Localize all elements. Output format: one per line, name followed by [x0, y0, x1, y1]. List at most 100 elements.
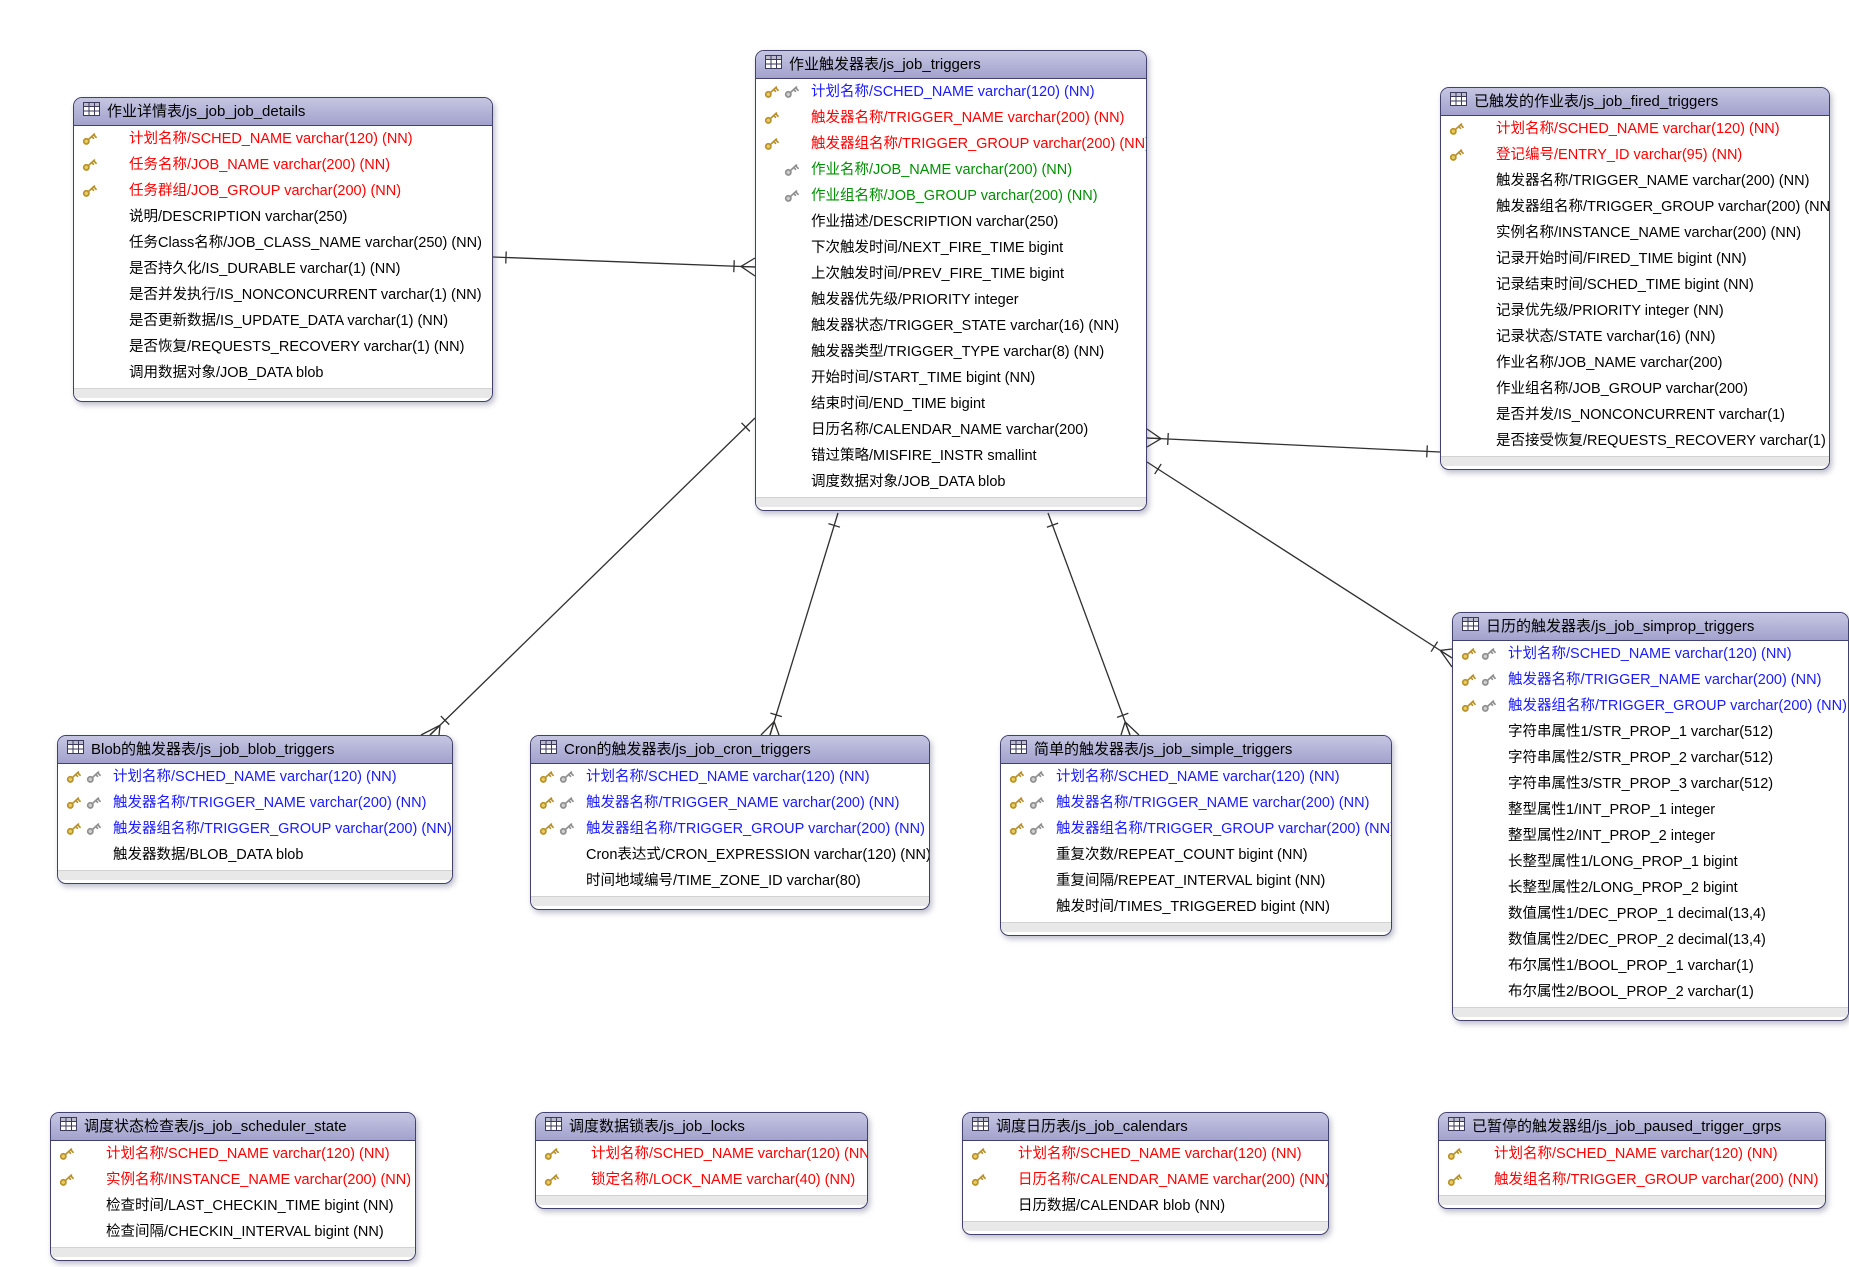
table-icon	[972, 1113, 989, 1140]
field-row: 数值属性2/DEC_PROP_2 decimal(13,4)	[1453, 927, 1848, 953]
field-label: 计划名称/SCHED_NAME varchar(120) (NN)	[113, 769, 397, 785]
field-row: 触发器组名称/TRIGGER_GROUP varchar(200) (NN)	[1453, 693, 1848, 719]
table-title: 作业触发器表/js_job_triggers	[789, 56, 981, 73]
primary-key-icon	[538, 820, 555, 837]
table-header[interactable]: 已触发的作业表/js_job_fired_triggers	[1441, 88, 1829, 116]
relationship-line	[769, 721, 775, 736]
table-title: 调度数据锁表/js_job_locks	[569, 1118, 745, 1135]
field-label: 检查间隔/CHECKIN_INTERVAL bigint (NN)	[106, 1224, 384, 1240]
table-title: 调度状态检查表/js_job_scheduler_state	[84, 1118, 347, 1135]
table-header[interactable]: 调度数据锁表/js_job_locks	[536, 1113, 867, 1141]
table-field-list: 计划名称/SCHED_NAME varchar(120) (NN) 触发器名称/T…	[58, 764, 452, 870]
field-label: 计划名称/SCHED_NAME varchar(120) (NN)	[586, 769, 870, 785]
foreign-key-icon	[558, 820, 575, 837]
field-label: 说明/DESCRIPTION varchar(250)	[129, 209, 348, 225]
relationship-line	[1046, 522, 1059, 528]
field-row: 触发器数据/BLOB_DATA blob	[58, 842, 452, 868]
table-field-list: 计划名称/SCHED_NAME varchar(120) (NN)触发组名称/T…	[1439, 1141, 1825, 1195]
table-header[interactable]: 日历的触发器表/js_job_simprop_triggers	[1453, 613, 1848, 641]
table-title: Cron的触发器表/js_job_cron_triggers	[564, 741, 811, 758]
field-label: 作业描述/DESCRIPTION varchar(250)	[811, 214, 1059, 230]
table-footer-strip	[756, 497, 1146, 507]
field-row: 触发器类型/TRIGGER_TYPE varchar(8) (NN)	[756, 339, 1146, 365]
field-label: 重复次数/REPEAT_COUNT bigint (NN)	[1056, 847, 1308, 863]
field-label: 触发器名称/TRIGGER_NAME varchar(200) (NN)	[113, 795, 427, 811]
field-row: 上次触发时间/PREV_FIRE_TIME bigint	[756, 261, 1146, 287]
field-row: 长整型属性1/LONG_PROP_1 bigint	[1453, 849, 1848, 875]
field-row: 任务Class名称/JOB_CLASS_NAME varchar(250) (N…	[74, 230, 492, 256]
table-js_job_fired_triggers[interactable]: 已触发的作业表/js_job_fired_triggers 计划名称/SCHED_…	[1440, 87, 1830, 470]
field-row: 计划名称/SCHED_NAME varchar(120) (NN)	[963, 1141, 1328, 1167]
relationship-line	[1146, 438, 1162, 448]
field-label: 触发器名称/TRIGGER_NAME varchar(200) (NN)	[586, 795, 900, 811]
table-footer-strip	[536, 1195, 867, 1205]
table-js_job_simprop_triggers[interactable]: 日历的触发器表/js_job_simprop_triggers 计划名称/SCHE…	[1452, 612, 1849, 1021]
field-label: 触发器组名称/TRIGGER_GROUP varchar(200) (NN)	[113, 821, 452, 837]
field-row: 是否持久化/IS_DURABLE varchar(1) (NN)	[74, 256, 492, 282]
primary-key-icon	[543, 1171, 560, 1188]
table-header[interactable]: 调度状态检查表/js_job_scheduler_state	[51, 1113, 415, 1141]
relationship-line	[492, 256, 756, 268]
field-label: 日历名称/CALENDAR_NAME varchar(200) (NN)	[1018, 1172, 1329, 1188]
table-js_job_cron_triggers[interactable]: Cron的触发器表/js_job_cron_triggers 计划名称/SCHED…	[530, 735, 930, 910]
field-row: 检查间隔/CHECKIN_INTERVAL bigint (NN)	[51, 1219, 415, 1245]
field-row: 实例名称/INSTANCE_NAME varchar(200) (NN)	[1441, 220, 1829, 246]
table-footer-strip	[963, 1221, 1328, 1231]
foreign-key-icon	[1028, 768, 1045, 785]
field-row: 触发器组名称/TRIGGER_GROUP varchar(200) (NN)	[1001, 816, 1391, 842]
primary-key-icon	[763, 109, 780, 126]
table-field-list: 计划名称/SCHED_NAME varchar(120) (NN)登记编号/EN…	[1441, 116, 1829, 456]
field-label: 是否并发执行/IS_NONCONCURRENT varchar(1) (NN)	[129, 287, 482, 303]
field-label: 计划名称/SCHED_NAME varchar(120) (NN)	[1508, 646, 1792, 662]
table-header[interactable]: Cron的触发器表/js_job_cron_triggers	[531, 736, 929, 764]
relationship-line	[1430, 641, 1439, 653]
relationship-line	[740, 265, 756, 277]
field-row: 记录优先级/PRIORITY integer (NN)	[1441, 298, 1829, 324]
foreign-key-icon	[558, 794, 575, 811]
table-footer-strip	[1453, 1007, 1848, 1017]
table-title: 已触发的作业表/js_job_fired_triggers	[1474, 93, 1719, 110]
field-row: 错过策略/MISFIRE_INSTR smallint	[756, 443, 1146, 469]
relationship-line	[1146, 461, 1453, 659]
table-header[interactable]: 作业触发器表/js_job_triggers	[756, 51, 1146, 79]
field-label: 触发器数据/BLOB_DATA blob	[113, 847, 304, 863]
relationship-line	[760, 721, 775, 736]
table-title: 作业详情表/js_job_job_details	[107, 103, 306, 120]
field-row: 触发器组名称/TRIGGER_GROUP varchar(200) (NN)	[1441, 194, 1829, 220]
relationship-line	[1167, 432, 1169, 446]
relationship-line	[740, 265, 756, 268]
table-header[interactable]: 调度日历表/js_job_calendars	[963, 1113, 1328, 1141]
primary-key-icon	[1448, 120, 1465, 137]
table-icon	[1448, 1113, 1465, 1140]
table-header[interactable]: 已暂停的触发器组/js_job_paused_trigger_grps	[1439, 1113, 1825, 1141]
relationship-line	[770, 712, 783, 718]
table-icon	[67, 736, 84, 763]
field-row: 日历名称/CALENDAR_NAME varchar(200)	[756, 417, 1146, 443]
field-row: 触发器优先级/PRIORITY integer	[756, 287, 1146, 313]
field-label: 布尔属性1/BOOL_PROP_1 varchar(1)	[1508, 958, 1754, 974]
table-header[interactable]: Blob的触发器表/js_job_blob_triggers	[58, 736, 452, 764]
field-row: 触发器组名称/TRIGGER_GROUP varchar(200) (NN)	[58, 816, 452, 842]
field-label: 检查时间/LAST_CHECKIN_TIME bigint (NN)	[106, 1198, 394, 1214]
field-label: 任务群组/JOB_GROUP varchar(200) (NN)	[129, 183, 402, 199]
field-label: 触发器优先级/PRIORITY integer	[811, 292, 1019, 308]
field-label: 布尔属性2/BOOL_PROP_2 varchar(1)	[1508, 984, 1754, 1000]
field-row: 结束时间/END_TIME bigint	[756, 391, 1146, 417]
table-header[interactable]: 简单的触发器表/js_job_simple_triggers	[1001, 736, 1391, 764]
field-label: 作业组名称/JOB_GROUP varchar(200)	[1496, 381, 1748, 397]
table-header[interactable]: 作业详情表/js_job_job_details	[74, 98, 492, 126]
relationship-line	[1047, 512, 1131, 736]
field-label: 是否更新数据/IS_UPDATE_DATA varchar(1) (NN)	[129, 313, 449, 329]
primary-key-icon	[58, 1171, 75, 1188]
field-row: 记录结束时间/SCHED_TIME bigint (NN)	[1441, 272, 1829, 298]
field-label: 记录结束时间/SCHED_TIME bigint (NN)	[1496, 277, 1754, 293]
field-row: 登记编号/ENTRY_ID varchar(95) (NN)	[1441, 142, 1829, 168]
